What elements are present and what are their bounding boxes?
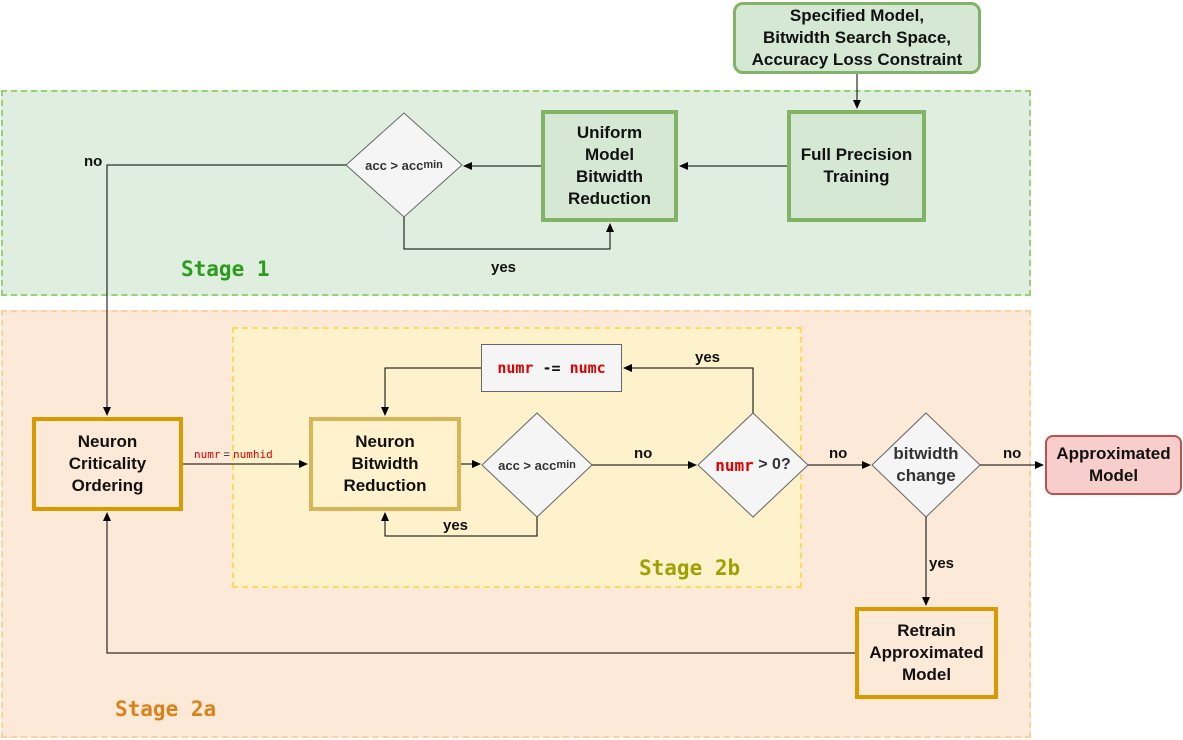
uniform-bitwidth-reduction-box: Uniform Model Bitwidth Reduction <box>541 110 678 222</box>
stage1-label: Stage 1 <box>181 257 270 281</box>
neuron-bitwidth-reduction-box: Neuron Bitwidth Reduction <box>309 417 461 511</box>
decision1-main: acc > acc <box>365 157 424 173</box>
decision2-main: acc > acc <box>498 457 557 473</box>
numr-no-label: no <box>829 445 848 462</box>
d1-no-label: no <box>84 153 103 170</box>
uniform-text: Uniform Model Bitwidth Reduction <box>567 123 652 208</box>
decision1-sub: min <box>423 159 443 171</box>
numr-check-rest: > 0? <box>753 456 791 473</box>
numr-update-var1: numr <box>497 359 534 377</box>
full-precision-text: Full Precision Training <box>800 145 913 186</box>
input-spec-box: Specified Model, Bitwidth Search Space, … <box>733 2 981 74</box>
d2-yes-label: yes <box>443 517 469 534</box>
d2-no-label: no <box>634 445 653 462</box>
bw-no-label: no <box>1003 445 1022 462</box>
numr-update-op: -= <box>533 359 570 377</box>
stage2b-label: Stage 2b <box>639 556 741 580</box>
decision2-sub: min <box>556 459 576 471</box>
numr-update-box: numr -= numc <box>481 344 622 392</box>
numr-yes-label: yes <box>695 349 721 366</box>
init-label: numr = numhid <box>194 448 273 461</box>
neuron-criticality-ordering-box: Neuron Criticality Ordering <box>32 417 183 511</box>
retrain-model-box: Retrain Approximated Model <box>855 607 998 699</box>
bitwidth-change-text: bitwidth change <box>893 444 959 485</box>
init-var1: numr <box>194 448 221 461</box>
retrain-text: Retrain Approximated Model <box>869 621 984 684</box>
numr-check-diamond <box>697 412 809 518</box>
d1-yes-label: yes <box>491 259 517 276</box>
neuron-bitwidth-text: Neuron Bitwidth Reduction <box>343 432 427 495</box>
input-spec-text: Specified Model, Bitwidth Search Space, … <box>751 6 963 69</box>
numr-check-text: numr > 0? <box>698 450 808 480</box>
criticality-text: Neuron Criticality Ordering <box>68 432 147 495</box>
init-eq: = <box>220 449 234 461</box>
approximated-model-output-box: Approximated Model <box>1045 435 1182 495</box>
stage2a-label: Stage 2a <box>115 697 217 721</box>
bw-yes-label: yes <box>929 555 955 572</box>
numr-update-var2: numc <box>569 359 606 377</box>
output-text: Approximated Model <box>1056 444 1171 485</box>
init-var2: numhid <box>233 448 273 461</box>
full-precision-training-box: Full Precision Training <box>787 110 926 222</box>
numr-check-var: numr <box>715 455 754 475</box>
